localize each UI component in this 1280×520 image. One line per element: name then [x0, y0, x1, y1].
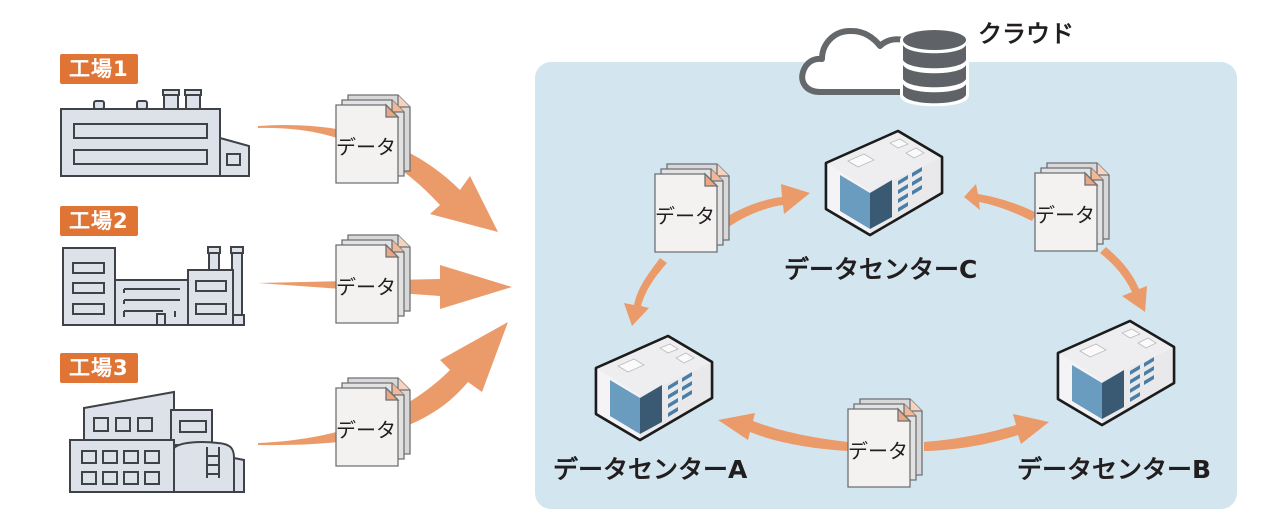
document-c-a: データ — [654, 163, 730, 253]
document-b-c: データ — [1034, 162, 1110, 252]
document-label: データ — [336, 135, 396, 159]
factory-3-building-icon — [69, 390, 245, 493]
datacenter-a-label: データセンターA — [553, 455, 748, 484]
datacenter-arrows — [624, 184, 1147, 451]
document-factory1: データ — [335, 94, 411, 184]
cloud-icon — [799, 28, 906, 95]
document-a-b: データ — [847, 398, 923, 488]
document-factory3: データ — [335, 377, 411, 467]
datacenter-c-building-icon — [824, 129, 944, 237]
datacenter-a-building-icon — [594, 334, 714, 442]
database-icon — [900, 30, 969, 107]
factory-3-label: 工場3 — [60, 353, 138, 383]
document-label: データ — [1035, 203, 1095, 227]
document-label: データ — [655, 204, 715, 228]
document-label: データ — [848, 439, 908, 463]
factory-2-label: 工場2 — [60, 206, 138, 236]
datacenter-b-building-icon — [1056, 319, 1176, 427]
factory-2-building-icon — [62, 246, 245, 326]
arrow-to-a-from-bottom — [718, 413, 848, 451]
factory-1-building-icon — [60, 89, 250, 177]
datacenter-b-label: データセンターB — [1017, 455, 1212, 484]
cloud-label: クラウド — [978, 20, 1074, 48]
document-factory2: データ — [335, 234, 411, 324]
arrow-to-c-from-right — [964, 184, 1037, 221]
factory-1-label: 工場1 — [60, 54, 138, 84]
datacenter-c-label: データセンターC — [784, 255, 978, 284]
arrow-to-b-from-top — [1100, 247, 1147, 312]
arrow-to-b-from-bottom — [924, 414, 1049, 451]
arrow-to-a-from-top — [624, 258, 667, 326]
arrow-to-c-from-left — [725, 184, 810, 226]
document-label: データ — [336, 418, 396, 442]
document-label: データ — [336, 275, 396, 299]
